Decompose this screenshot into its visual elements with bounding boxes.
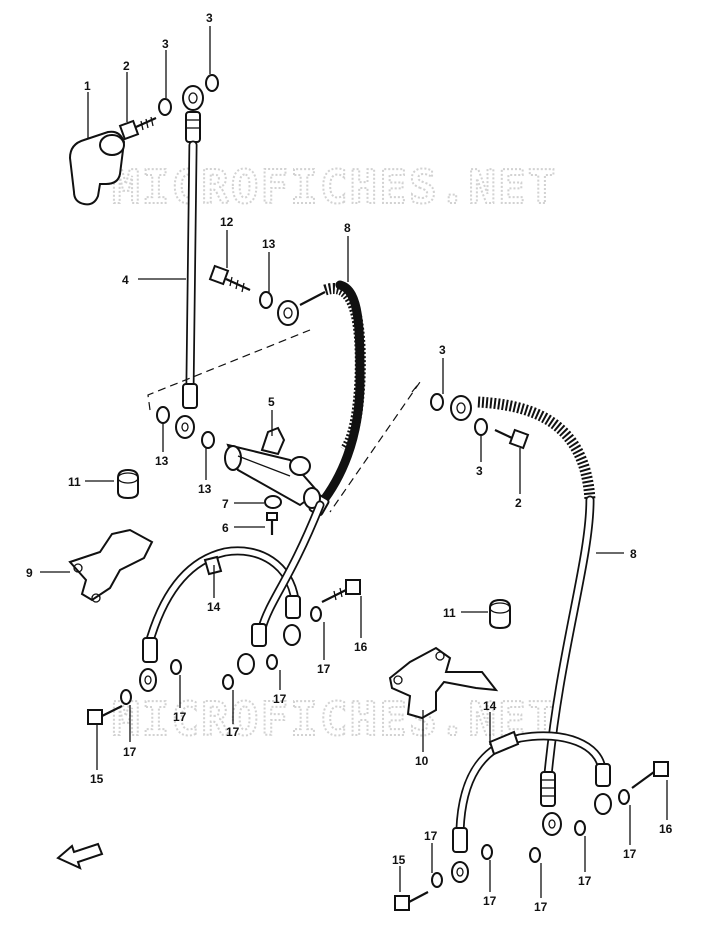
part-13-washer [259,291,273,309]
part-2-bolt [118,116,157,141]
part-2-bolt [494,428,530,450]
callout-11: 11 [443,606,456,620]
part-17-washer [266,654,278,670]
callout-17: 17 [173,710,187,724]
part-14-brake-hose [451,730,612,883]
part-11-grommet [117,468,139,500]
callout-17: 17 [578,874,592,888]
part-1-cap [68,130,126,206]
callout-11: 11 [68,475,81,489]
callout-1: 1 [84,79,91,93]
part-17-washer [170,659,182,675]
callout-17: 17 [226,725,240,739]
callout-3: 3 [206,11,213,25]
leader-lines [40,26,668,898]
callout-2: 2 [515,496,522,510]
part-3-washer [205,74,219,92]
callout-17: 17 [273,692,287,706]
part-17-washer [574,820,586,836]
part-17-washer [120,689,132,705]
part-4-brake-hose [175,140,198,439]
watermark-bottom: MICROFICHES.NET [112,692,557,746]
callout-13: 13 [155,454,169,468]
part-17-washer [481,844,493,860]
callout-17: 17 [317,662,331,676]
callout-6: 6 [222,521,229,535]
callout-9: 9 [26,566,33,580]
callout-2: 2 [123,59,130,73]
callout-17: 17 [483,894,497,908]
reference-line [147,329,311,411]
part-16-bolt [631,761,669,789]
part-13-washer [156,406,170,424]
callout-14: 14 [483,699,497,713]
part-11-grommet [489,598,511,630]
callout-15: 15 [90,772,104,786]
part-13-washer [201,431,215,449]
callout-17: 17 [534,900,548,914]
callout-12: 12 [220,215,234,229]
callout-8: 8 [630,547,637,561]
callout-numbers: 1 2 3 3 4 12 13 8 13 13 5 11 7 6 9 14 17… [26,11,673,914]
part-9-bracket [68,528,154,603]
callout-14: 14 [207,600,221,614]
watermark-top: MICROFICHES.NET [112,160,557,214]
part-8-brake-hose [450,395,596,836]
callout-3: 3 [162,37,169,51]
part-6-screw [266,512,278,535]
part-17-washer [310,606,322,622]
callout-17: 17 [623,847,637,861]
part-16-bolt [321,579,361,603]
part-17-washer [529,847,541,863]
part-3-washer [430,393,444,411]
callout-8: 8 [344,221,351,235]
part-17-washer [431,872,443,888]
front-arrow-icon [56,842,104,870]
callout-15: 15 [392,853,406,867]
banjo-fitting [182,85,204,111]
callout-10: 10 [415,754,429,768]
callout-13: 13 [198,482,212,496]
part-7-nut [264,495,282,509]
callout-17: 17 [123,745,137,759]
callout-3: 3 [476,464,483,478]
part-3-washer [158,98,172,116]
callout-5: 5 [268,395,275,409]
callout-16: 16 [354,640,368,654]
part-3-washer [474,418,488,436]
part-15-bolt [394,891,429,911]
part-12-bolt [208,264,251,293]
callout-4: 4 [122,273,129,287]
callout-7: 7 [222,497,229,511]
callout-3: 3 [439,343,446,357]
callout-16: 16 [659,822,673,836]
callout-13: 13 [262,237,276,251]
reference-line [329,381,421,513]
callout-17: 17 [424,829,438,843]
part-15-bolt [87,705,123,725]
part-10-bracket [388,646,499,720]
part-17-washer [222,674,234,690]
part-17-washer [618,789,630,805]
part-14-brake-hose [139,500,325,692]
part-5-brake-joint [224,426,321,509]
